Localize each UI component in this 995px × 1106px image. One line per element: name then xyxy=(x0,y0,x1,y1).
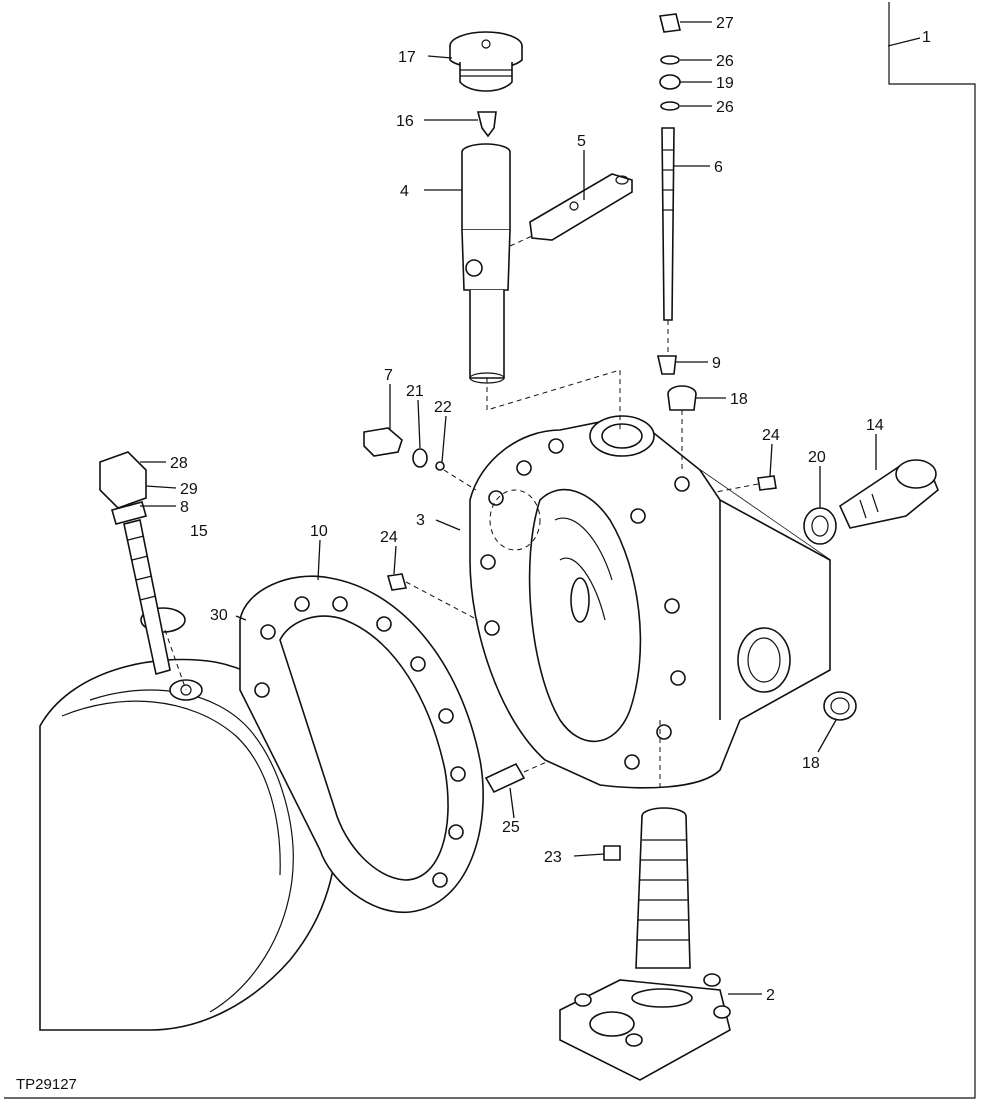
spring-seat xyxy=(476,111,497,138)
screw-left xyxy=(386,573,479,621)
callout-9: 9 xyxy=(712,355,721,372)
washer-right-hole xyxy=(811,515,829,537)
cap-screw xyxy=(838,459,939,529)
valve-housing xyxy=(469,415,831,790)
callout-18-lower: 18 xyxy=(802,755,820,772)
callout-24-right: 24 xyxy=(762,427,780,444)
callout-4: 4 xyxy=(400,183,409,200)
washer-right xyxy=(803,507,837,545)
callout-21: 21 xyxy=(406,383,424,400)
callout-2: 2 xyxy=(766,987,775,1004)
callout-22: 22 xyxy=(434,399,452,416)
dowel-pin xyxy=(484,755,561,794)
callout-16: 16 xyxy=(396,113,414,130)
callout-1: 1 xyxy=(922,29,931,46)
figure-id: TP29127 xyxy=(16,1076,77,1093)
callout-17: 17 xyxy=(398,49,416,66)
callout-labels: 1 2 3 4 5 6 7 8 9 10 14 15 16 17 18 18 1… xyxy=(170,15,931,1004)
plug-lower xyxy=(823,691,857,721)
adjusting-rod xyxy=(661,127,675,356)
screw-bottom xyxy=(603,845,621,861)
callout-7: 7 xyxy=(384,367,393,384)
callout-18-upper: 18 xyxy=(730,391,748,408)
callout-8: 8 xyxy=(180,499,189,516)
jam-nut-stack xyxy=(659,13,681,111)
callout-19: 19 xyxy=(716,75,734,92)
callout-5: 5 xyxy=(577,133,586,150)
callout-20: 20 xyxy=(808,449,826,466)
spring-cover-assembly xyxy=(559,807,731,1081)
callout-24-left: 24 xyxy=(380,529,398,546)
screw-right xyxy=(715,475,777,493)
callout-28: 28 xyxy=(170,455,188,472)
callout-6: 6 xyxy=(714,159,723,176)
callout-30: 30 xyxy=(210,607,228,624)
callout-10: 10 xyxy=(310,523,328,540)
gasket xyxy=(239,575,484,913)
callout-29: 29 xyxy=(180,481,198,498)
callout-26-upper: 26 xyxy=(716,53,734,70)
callout-25: 25 xyxy=(502,819,520,836)
callout-15: 15 xyxy=(190,523,208,540)
callout-3: 3 xyxy=(416,512,425,529)
callout-23: 23 xyxy=(544,849,562,866)
callout-26-lower: 26 xyxy=(716,99,734,116)
washer xyxy=(657,355,677,375)
piston xyxy=(461,143,621,430)
callout-27: 27 xyxy=(716,15,734,32)
plug-upper xyxy=(667,385,697,470)
callout-leaders xyxy=(140,21,921,995)
bleed-screw-fitting xyxy=(99,451,187,691)
fitting-assembly xyxy=(363,427,477,491)
callout-14: 14 xyxy=(866,417,884,434)
lever xyxy=(509,173,633,247)
assembly-boundary xyxy=(4,2,976,1099)
cover-plug xyxy=(449,31,523,92)
